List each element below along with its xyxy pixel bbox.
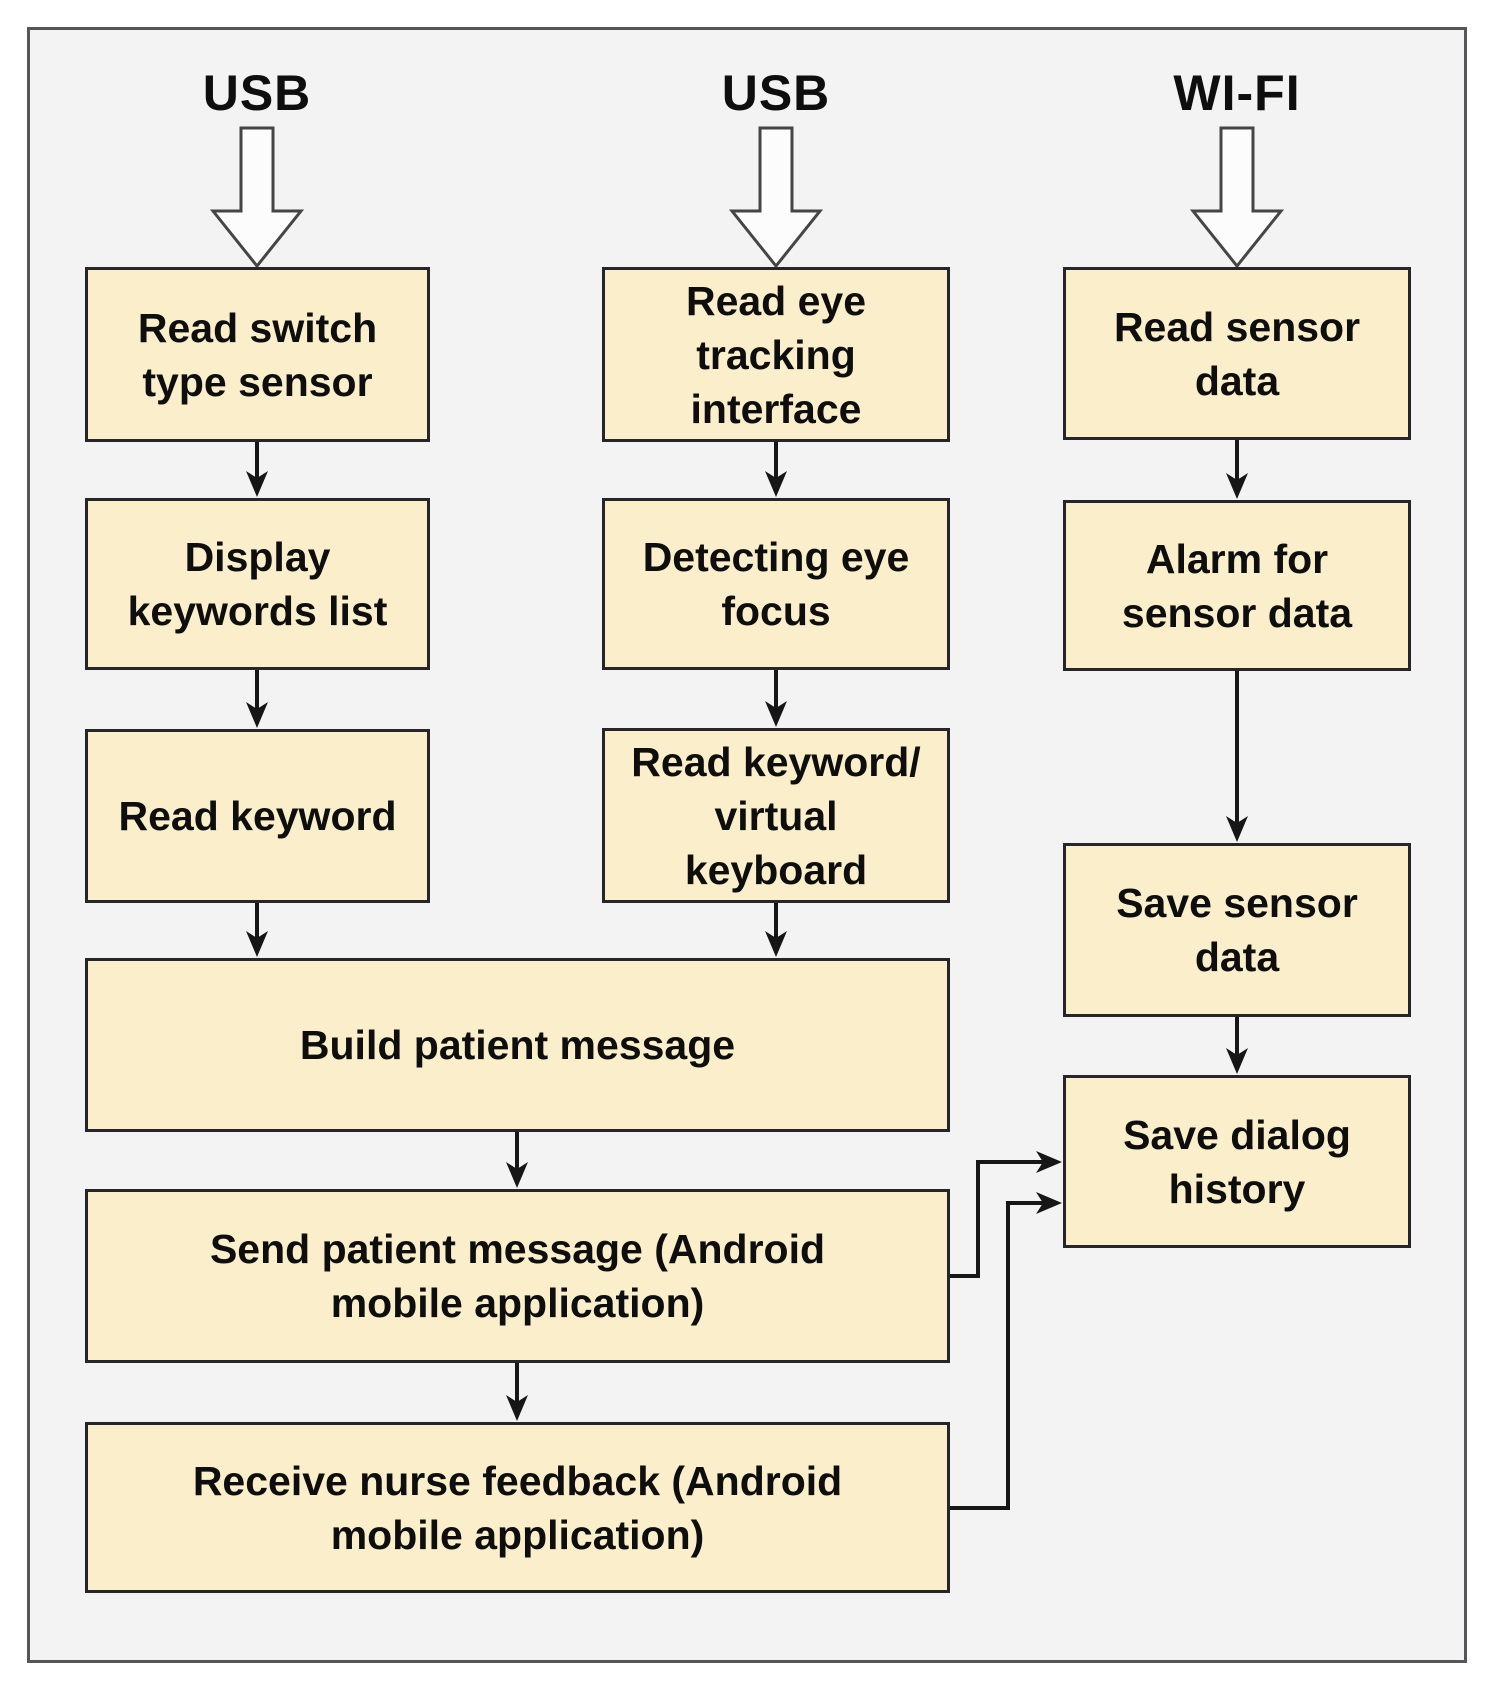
arrowhead-icon: [246, 702, 268, 728]
node-read-eye-tracking-interface: Read eye tracking interface: [602, 267, 950, 442]
block-arrow-usb-middle-icon: [728, 126, 824, 269]
block-arrow-usb-left-icon: [209, 126, 305, 269]
arrowhead-icon: [765, 701, 787, 727]
arrowhead-icon: [1036, 1192, 1062, 1214]
block-arrow-wifi-icon: [1189, 126, 1285, 269]
arrowhead-icon: [506, 1162, 528, 1188]
arrowhead-icon: [1036, 1151, 1062, 1173]
node-display-keywords-list: Display keywords list: [85, 498, 430, 670]
label-usb-left: USB: [202, 65, 312, 121]
node-save-dialog-history: Save dialog history: [1063, 1075, 1411, 1248]
node-build-patient-message: Build patient message: [85, 958, 950, 1132]
label-usb-middle: USB: [721, 65, 831, 121]
node-read-keyword: Read keyword: [85, 729, 430, 903]
node-receive-nurse-feedback: Receive nurse feedback (Android mobile a…: [85, 1422, 950, 1593]
node-send-patient-message: Send patient message (Android mobile app…: [85, 1189, 950, 1363]
arrowhead-icon: [765, 471, 787, 497]
arrowhead-icon: [246, 931, 268, 957]
arrowhead-icon: [1226, 816, 1248, 842]
arrowhead-icon: [246, 471, 268, 497]
node-detecting-eye-focus: Detecting eye focus: [602, 498, 950, 670]
connector-send-to-save-dialog: [950, 1160, 1046, 1278]
arrowhead-icon: [1226, 1048, 1248, 1074]
node-read-sensor-data: Read sensor data: [1063, 267, 1411, 440]
label-wifi: WI-FI: [1173, 65, 1301, 121]
node-alarm-for-sensor-data: Alarm for sensor data: [1063, 500, 1411, 671]
connector-receive-to-save-dialog: [950, 1201, 1046, 1510]
arrowhead-icon: [1226, 473, 1248, 499]
arrowhead-icon: [506, 1395, 528, 1421]
node-read-switch-type-sensor: Read switch type sensor: [85, 267, 430, 442]
arrowhead-icon: [765, 931, 787, 957]
node-save-sensor-data: Save sensor data: [1063, 843, 1411, 1017]
node-read-keyword-virtual-keyboard: Read keyword/ virtual keyboard: [602, 728, 950, 903]
